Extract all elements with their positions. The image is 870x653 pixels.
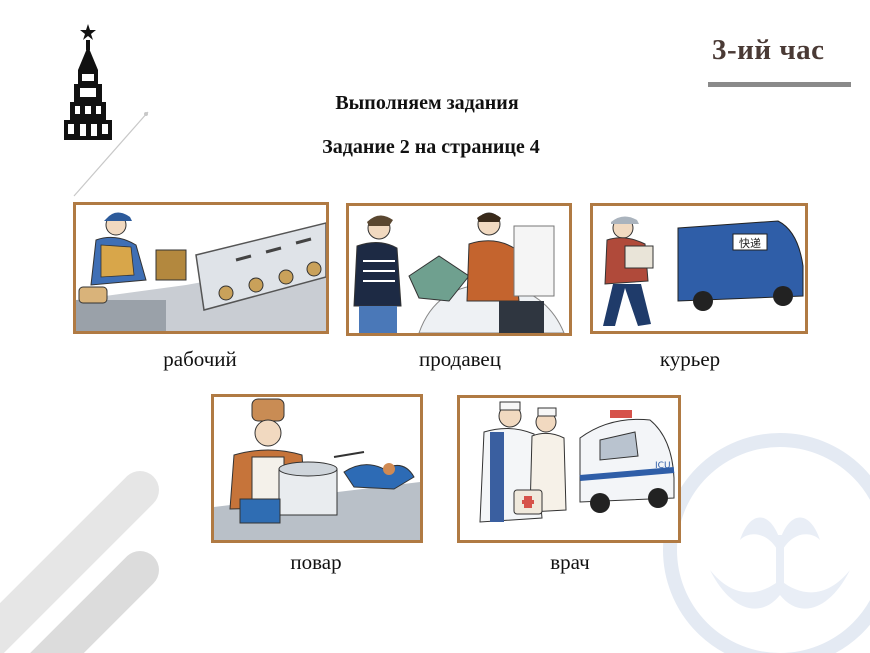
card-doctor: ICU — [457, 395, 681, 543]
caption-salesman: продавец — [419, 347, 501, 371]
decorative-stripes — [0, 471, 159, 653]
task-heading: Задание 2 на странице 4 — [322, 136, 540, 158]
caption-cook: повар — [290, 550, 342, 574]
kremlin-tower-icon — [64, 24, 112, 140]
salesman-illustration — [349, 206, 569, 333]
van-sign: 快递 — [739, 236, 761, 250]
card-salesman — [346, 203, 572, 336]
caption-doctor: врач — [550, 550, 590, 574]
van-label: ICU — [655, 461, 671, 471]
caption-courier: курьер — [659, 347, 721, 371]
card-worker — [73, 202, 329, 334]
card-cook — [211, 394, 423, 543]
decorative-line — [73, 111, 149, 197]
hour-title: 3-ий час — [712, 34, 825, 66]
watermark-emblem-icon — [663, 433, 870, 653]
doctor-illustration: ICU — [460, 398, 678, 540]
cook-illustration — [214, 397, 420, 540]
page-heading: Выполняем задания — [335, 92, 519, 114]
caption-worker: рабочий — [163, 347, 237, 371]
card-courier: 快递 — [590, 203, 808, 334]
title-underline — [708, 82, 851, 87]
factory-worker-illustration — [76, 205, 326, 331]
courier-illustration: 快递 — [593, 206, 805, 331]
